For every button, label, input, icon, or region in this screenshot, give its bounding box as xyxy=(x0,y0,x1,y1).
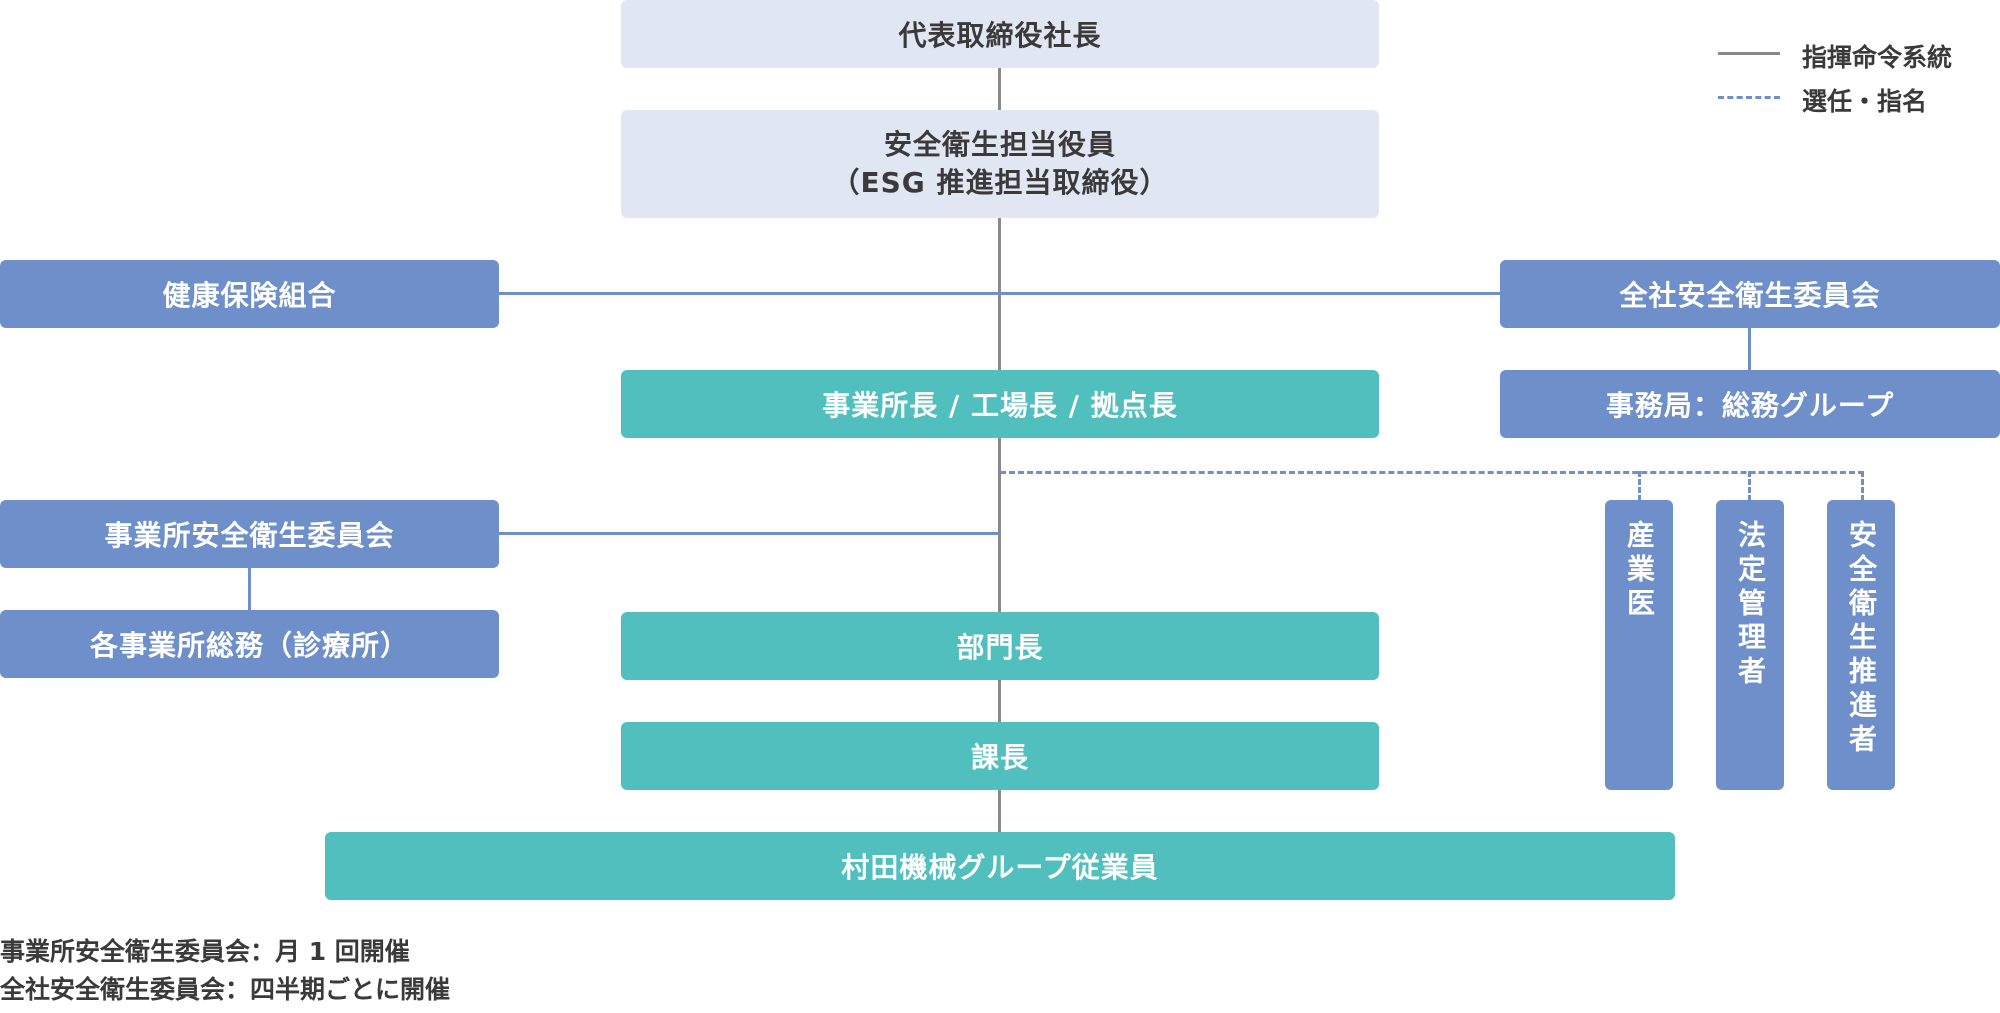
connector-health-committee xyxy=(498,292,1500,295)
legend-appointment-label: 選任・指名 xyxy=(1802,87,1928,116)
node-company-committee: 全社安全衛生委員会 xyxy=(1500,260,2000,328)
node-department-head: 部門長 xyxy=(621,612,1379,680)
connector-appointment-promoter xyxy=(1861,471,1864,501)
connector-appointment-physician xyxy=(1638,471,1641,501)
connector-ceo-officer xyxy=(998,68,1001,110)
node-site-committee: 事業所安全衛生委員会 xyxy=(0,500,499,568)
node-section-head-label: 課長 xyxy=(970,741,1029,774)
node-section-head: 課長 xyxy=(621,722,1379,790)
node-company-committee-label: 全社安全衛生委員会 xyxy=(1619,279,1881,312)
node-ceo: 代表取締役社長 xyxy=(621,0,1379,68)
connector-appointment-manager xyxy=(1748,471,1751,501)
node-employees: 村田機械グループ従業員 xyxy=(325,832,1675,900)
node-employees-label: 村田機械グループ従業員 xyxy=(841,851,1159,884)
node-ceo-label: 代表取締役社長 xyxy=(898,19,1102,52)
node-statutory-manager: 法定管理者 xyxy=(1716,500,1784,790)
connector-site-committee xyxy=(498,532,1000,535)
node-health-insurance-label: 健康保険組合 xyxy=(162,279,337,312)
node-industrial-physician-label: 産業医 xyxy=(1623,520,1656,622)
node-secretariat: 事務局：総務グループ xyxy=(1500,370,2000,438)
note-company-committee-frequency: 全社安全衛生委員会：四半期ごとに開催 xyxy=(0,975,451,1004)
node-department-head-label: 部門長 xyxy=(956,631,1044,664)
node-site-committee-label: 事業所安全衛生委員会 xyxy=(104,519,395,552)
note-site-committee-frequency: 事業所安全衛生委員会：月 1 回開催 xyxy=(0,937,410,966)
connector-committee-secretariat xyxy=(1748,328,1751,370)
node-safety-promoter-label: 安全衛生推進者 xyxy=(1845,520,1878,758)
node-safety-officer-subtitle: （ESG 推進担当取締役） xyxy=(831,166,1169,199)
node-safety-officer: 安全衛生担当役員 （ESG 推進担当取締役） xyxy=(621,110,1379,218)
legend-command-label: 指揮命令系統 xyxy=(1802,43,1953,72)
node-safety-promoter: 安全衛生推進者 xyxy=(1827,500,1895,790)
node-site-general-affairs-label: 各事業所総務（診療所） xyxy=(89,629,409,662)
connector-section-employees xyxy=(998,790,1001,832)
node-industrial-physician: 産業医 xyxy=(1605,500,1673,790)
node-health-insurance: 健康保険組合 xyxy=(0,260,499,328)
node-site-head-label: 事業所長 / 工場長 / 拠点長 xyxy=(822,389,1178,422)
node-safety-officer-title: 安全衛生担当役員 xyxy=(883,128,1116,161)
legend-command-line-icon xyxy=(1718,52,1780,55)
node-site-head: 事業所長 / 工場長 / 拠点長 xyxy=(621,370,1379,438)
connector-committee-generalaffairs xyxy=(248,568,251,610)
node-site-general-affairs: 各事業所総務（診療所） xyxy=(0,610,499,678)
node-secretariat-label: 事務局：総務グループ xyxy=(1605,389,1895,422)
connector-appointment-horizontal xyxy=(1000,471,1864,474)
legend-appointment-line-icon xyxy=(1718,96,1780,99)
connector-dept-section xyxy=(998,680,1001,722)
node-statutory-manager-label: 法定管理者 xyxy=(1734,520,1767,690)
